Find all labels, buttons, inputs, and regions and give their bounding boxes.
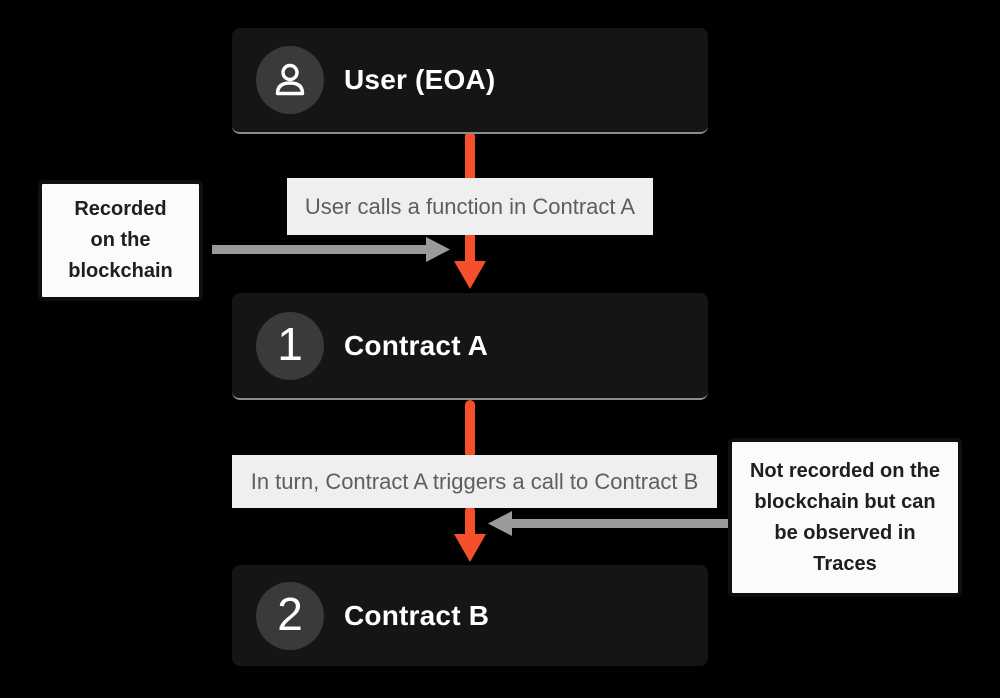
node-user-eoa: User (EOA): [232, 28, 708, 134]
node-contract-b: 2 Contract B: [232, 565, 708, 666]
pointer-arrow-not-recorded-note: [488, 511, 728, 536]
node-user-label: User (EOA): [344, 64, 496, 95]
edge-label-user-call: User calls a function in Contract A: [287, 178, 653, 235]
user-icon: [275, 63, 305, 96]
step-1-number: 1: [277, 317, 303, 370]
step-2-badge: 2: [256, 581, 324, 650]
step-2-number: 2: [277, 587, 303, 640]
user-avatar-circle: [256, 46, 324, 114]
note-recorded-on-blockchain: Recorded on the blockchain: [38, 180, 203, 301]
edge-label-contract-call: In turn, Contract A triggers a call to C…: [232, 455, 717, 508]
note-not-recorded-traces: Not recorded on the blockchain but can b…: [728, 438, 962, 597]
flow-arrow-user-to-contract-a: [454, 131, 486, 289]
pointer-arrow-recorded-note: [212, 237, 450, 262]
step-1-badge: 1: [256, 311, 324, 380]
node-contract-b-label: Contract B: [344, 599, 490, 631]
flow-arrow-contract-a-to-contract-b: [454, 400, 486, 562]
node-contract-a: 1 Contract A: [232, 293, 708, 400]
node-contract-a-label: Contract A: [344, 329, 489, 361]
